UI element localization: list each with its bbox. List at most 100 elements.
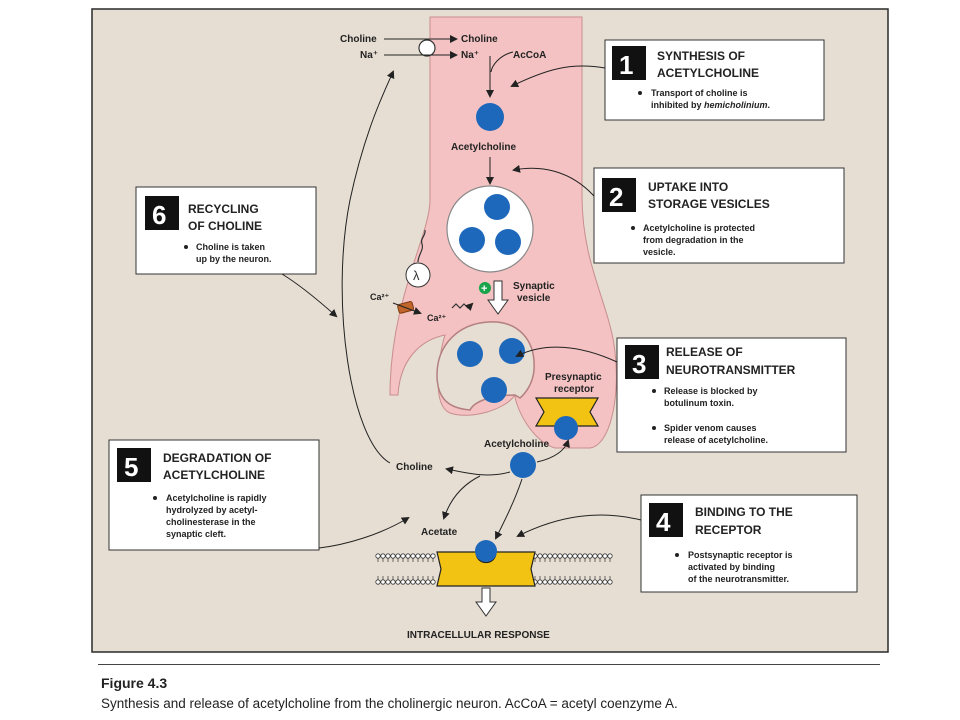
lipid-head: [430, 579, 436, 585]
choline-in-label: Choline: [461, 34, 498, 45]
lipid-head: [380, 579, 386, 585]
ca-top-label: Ca²⁺: [370, 292, 390, 302]
action-potential-icon: [417, 229, 426, 263]
caption-divider: [98, 664, 880, 665]
lipid-head: [410, 579, 416, 585]
step-2-number-badge: [602, 178, 636, 212]
lipid-head: [567, 579, 573, 585]
step-3-bullet-1-text: Release is blocked by botulinum toxin.: [664, 386, 760, 408]
lipid-head: [537, 579, 543, 585]
choline-recycle-path: [341, 70, 395, 464]
lipid-head: [562, 579, 568, 585]
step-4-title-1: BINDING TO THE: [695, 505, 793, 519]
step-3-bullet-1: [652, 389, 656, 393]
lipid-head: [375, 579, 381, 585]
to-acetate-arrow: [442, 475, 481, 520]
lipid-head: [395, 553, 401, 559]
step-3-title-2: NEUROTRANSMITTER: [666, 363, 796, 377]
lipid-head: [602, 579, 608, 585]
lipid-head: [542, 553, 548, 559]
figure-caption: Synthesis and release of acetylcholine f…: [101, 696, 678, 711]
postsynaptic-membrane: [375, 553, 613, 585]
lipid-head: [577, 553, 583, 559]
released-ach-3: [481, 377, 507, 403]
plus-sign: +: [481, 283, 487, 295]
released-ach-1: [457, 341, 483, 367]
step-3-number: 3: [632, 349, 646, 379]
figure-title: Figure 4.3: [101, 675, 168, 691]
lipid-head: [597, 553, 603, 559]
lipid-head: [572, 579, 578, 585]
step-5-number-badge: [117, 448, 151, 482]
lipid-head: [415, 579, 421, 585]
lipid-head: [592, 553, 598, 559]
cleft-ach: [510, 452, 536, 478]
step-1-title-1: SYNTHESIS OF: [657, 49, 745, 63]
lipid-head: [547, 553, 553, 559]
plus-icon: [479, 282, 491, 294]
step-2-title-1: UPTAKE INTO: [648, 180, 728, 194]
step-5-bullet-text: Acetylcholine is rapidly hydrolyzed by a…: [166, 493, 269, 539]
step-1-number: 1: [619, 50, 633, 80]
step-4-number-badge: [649, 503, 683, 537]
lipid-head: [607, 553, 613, 559]
calcium-sensor-icon: [405, 262, 431, 288]
postsynaptic-bound-ach: [475, 540, 497, 562]
step-5-callout: 5 DEGRADATION OF ACETYLCHOLINE Acetylcho…: [108, 439, 410, 551]
lipid-head: [567, 553, 573, 559]
vesicle-ach-1: [484, 194, 510, 220]
step-6-number: 6: [152, 200, 166, 230]
lipid-head: [582, 553, 588, 559]
lipid-head: [420, 579, 426, 585]
na-out-label: Na⁺: [360, 50, 378, 61]
choline-transporter: [418, 39, 436, 57]
lipid-head: [425, 579, 431, 585]
step-2-number: 2: [609, 182, 623, 212]
lipid-head: [547, 579, 553, 585]
lambda-glyph: λ: [413, 268, 420, 283]
step-5-bullet: [153, 496, 157, 500]
lipid-head: [390, 553, 396, 559]
release-arrow: [487, 280, 509, 315]
lipid-head: [405, 579, 411, 585]
step-3-callout: 3 RELEASE OF NEUROTRANSMITTER Release is…: [515, 337, 847, 453]
lipid-head: [537, 553, 543, 559]
step-6-callout: 6 RECYCLING OF CHOLINE Choline is taken …: [135, 186, 338, 318]
lipid-head: [587, 553, 593, 559]
lipid-head: [607, 579, 613, 585]
vesicle-ach-3: [495, 229, 521, 255]
choline-out-label: Choline: [340, 34, 377, 45]
acetylcholine-top-label: Acetylcholine: [451, 142, 516, 153]
lipid-head: [602, 553, 608, 559]
step-4-bullet-text: Postsynaptic receptor is activated by bi…: [688, 550, 795, 584]
step-4-number: 4: [656, 507, 671, 537]
lipid-head: [552, 579, 558, 585]
step-5-number: 5: [124, 452, 138, 482]
lipid-head: [420, 553, 426, 559]
response-arrow: [475, 587, 497, 617]
acetylcholine-molecule: [476, 103, 504, 131]
step-2-title-2: STORAGE VESICLES: [648, 197, 770, 211]
ca-bottom-label: Ca²⁺: [427, 313, 447, 323]
choline-cleft-label: Choline: [396, 462, 433, 473]
lipid-head: [557, 579, 563, 585]
step-4-bullet: [675, 553, 679, 557]
step-2-callout: 2 UPTAKE INTO STORAGE VESICLES Acetylcho…: [512, 164, 845, 264]
lipid-head: [375, 553, 381, 559]
lipid-head: [385, 553, 391, 559]
step-3-title-1: RELEASE OF: [666, 345, 743, 359]
receptor-bound-ach: [554, 416, 578, 440]
lipid-head: [410, 553, 416, 559]
step-4-callout: 4 BINDING TO THE RECEPTOR Postsynaptic r…: [516, 494, 858, 593]
step-3-bullet-2: [652, 426, 656, 430]
vesicle-ach-2: [459, 227, 485, 253]
step-1-bullet-text: Transport of choline is inhibited by hem…: [651, 88, 770, 110]
step-6-number-badge: [145, 196, 179, 230]
step-1-number-badge: [612, 46, 646, 80]
lipid-head: [380, 553, 386, 559]
step-5-title-2: ACETYLCHOLINE: [163, 468, 265, 482]
lipid-head: [415, 553, 421, 559]
step-5-title-1: DEGRADATION OF: [163, 451, 271, 465]
